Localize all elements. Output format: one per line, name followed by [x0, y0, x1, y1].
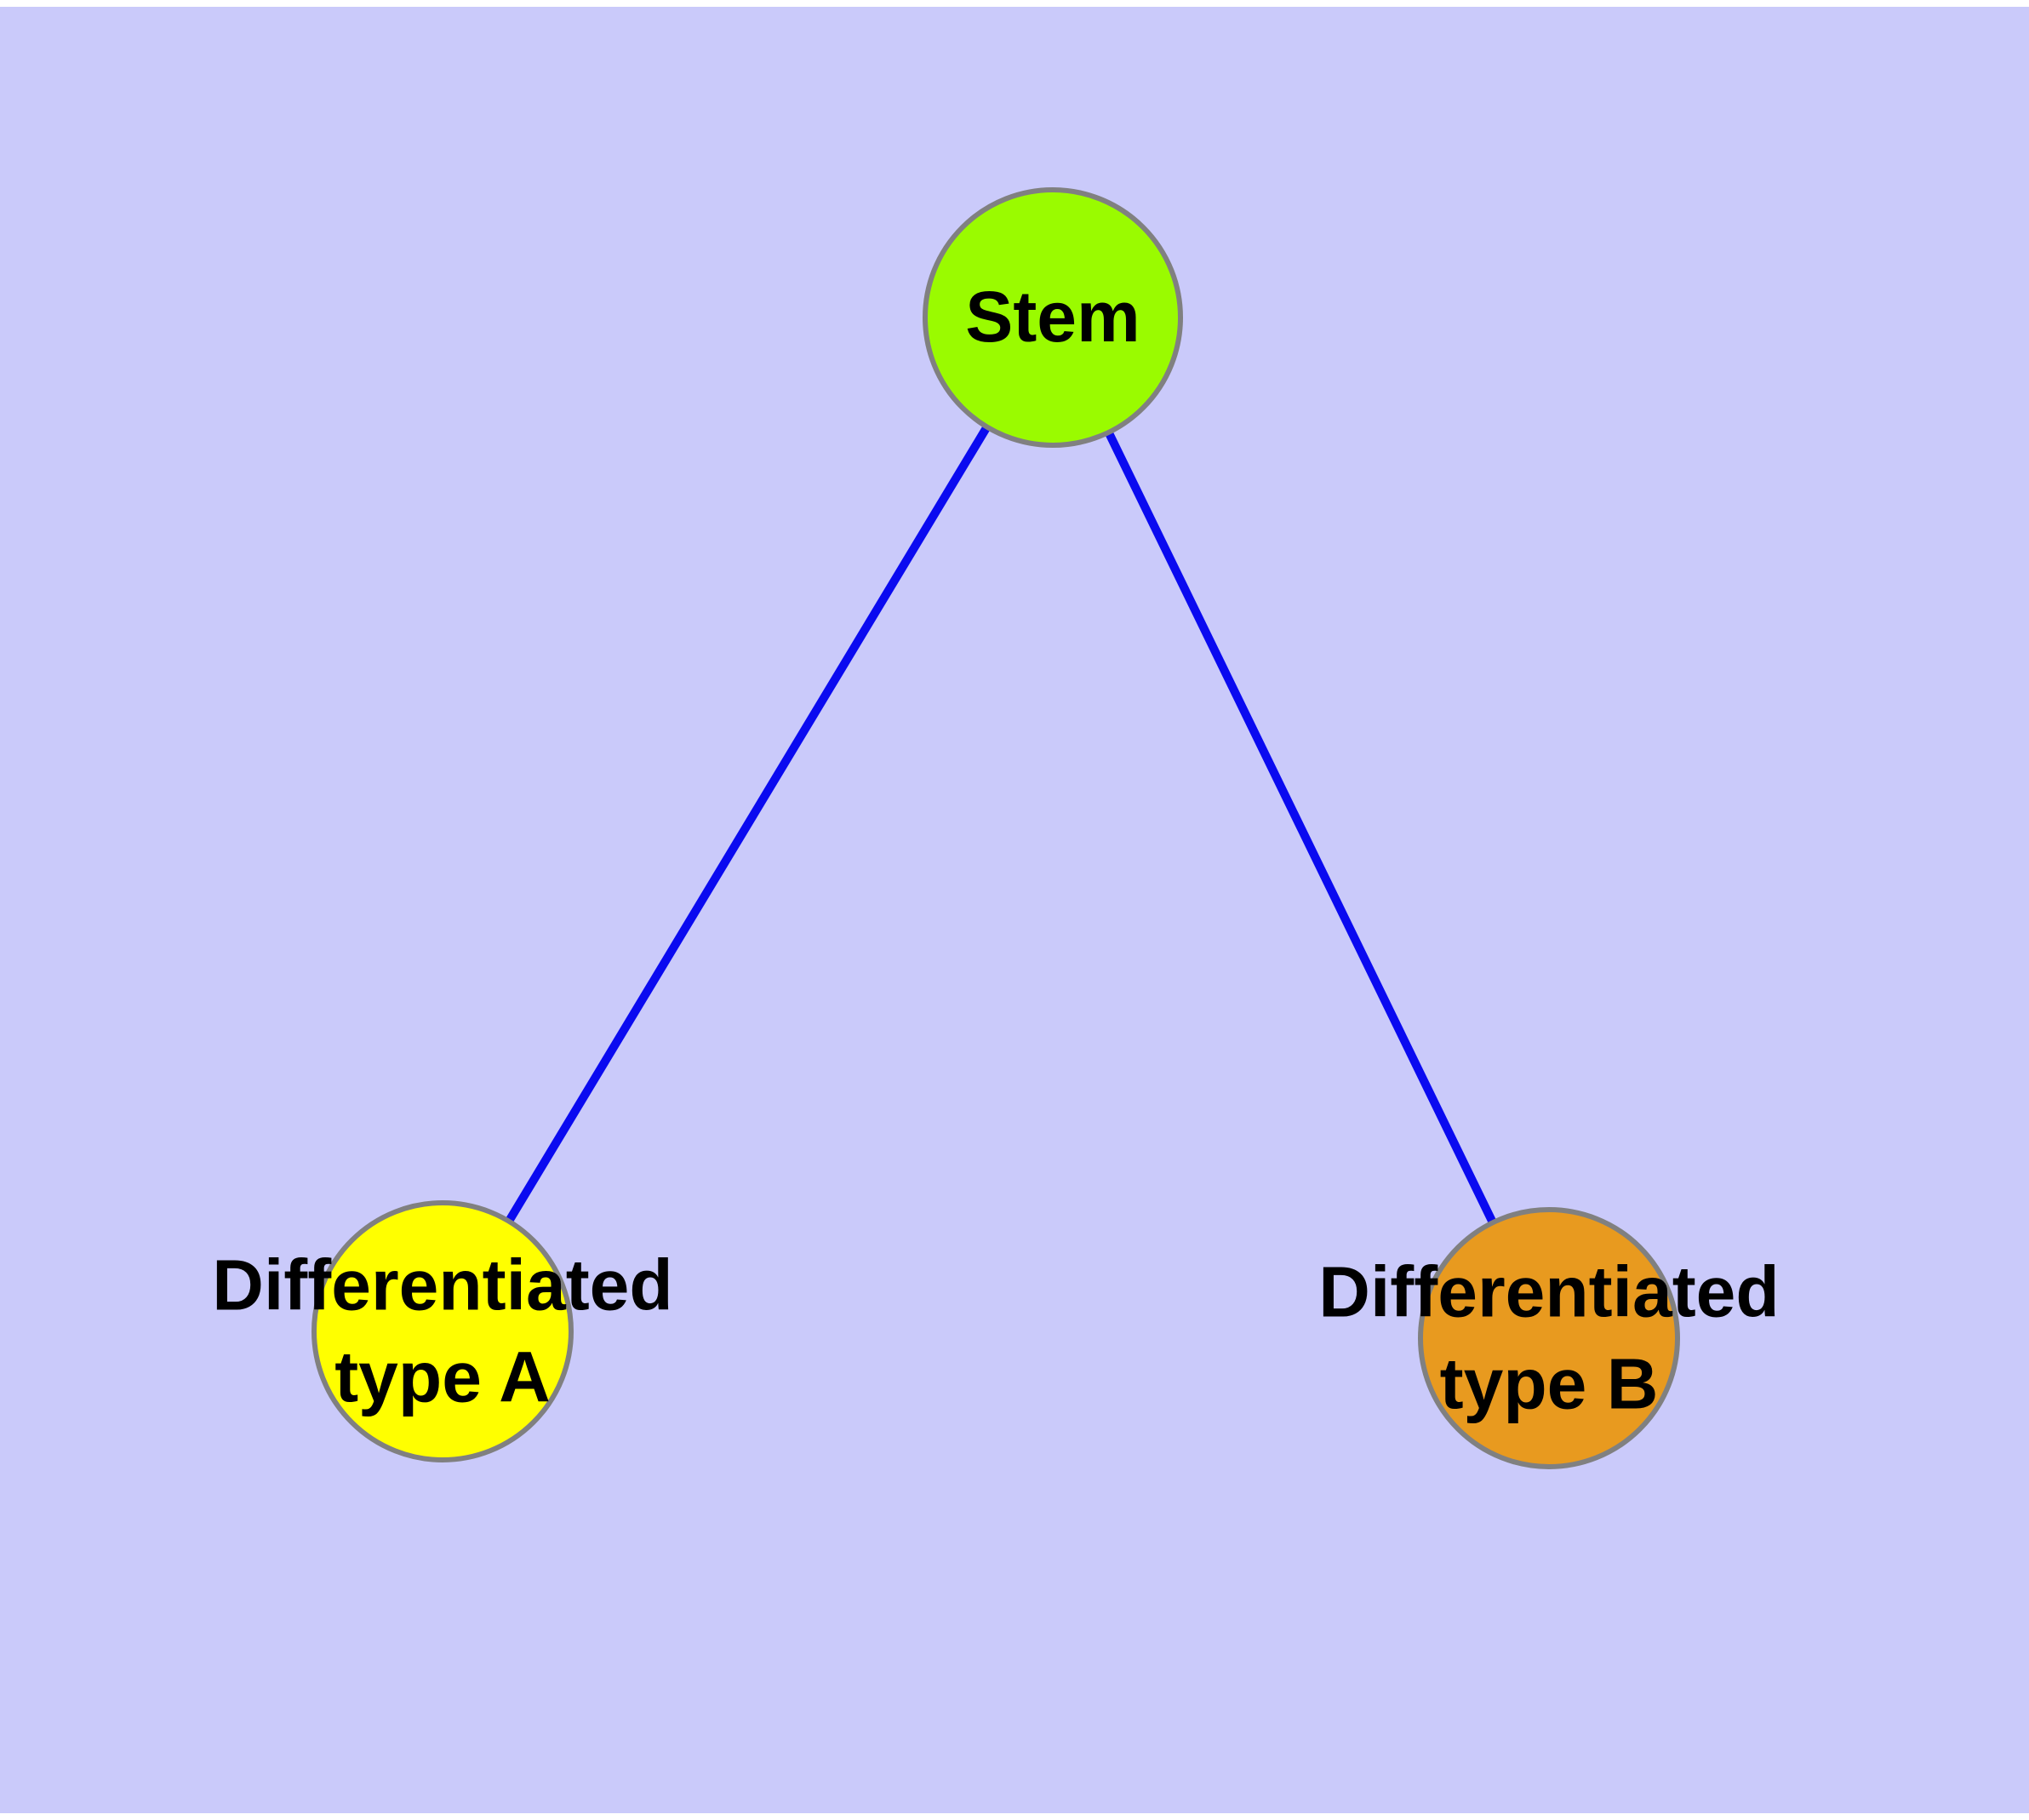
- edge-stem-to-differentiated-type-a: [438, 315, 1057, 1334]
- graph-svg: [311, 187, 1680, 1469]
- node-differentiated-type-a: [311, 1200, 574, 1462]
- node-stem: [923, 187, 1183, 448]
- node-differentiated-type-b: [1418, 1207, 1680, 1469]
- edge-stem-to-differentiated-type-b: [1049, 315, 1553, 1341]
